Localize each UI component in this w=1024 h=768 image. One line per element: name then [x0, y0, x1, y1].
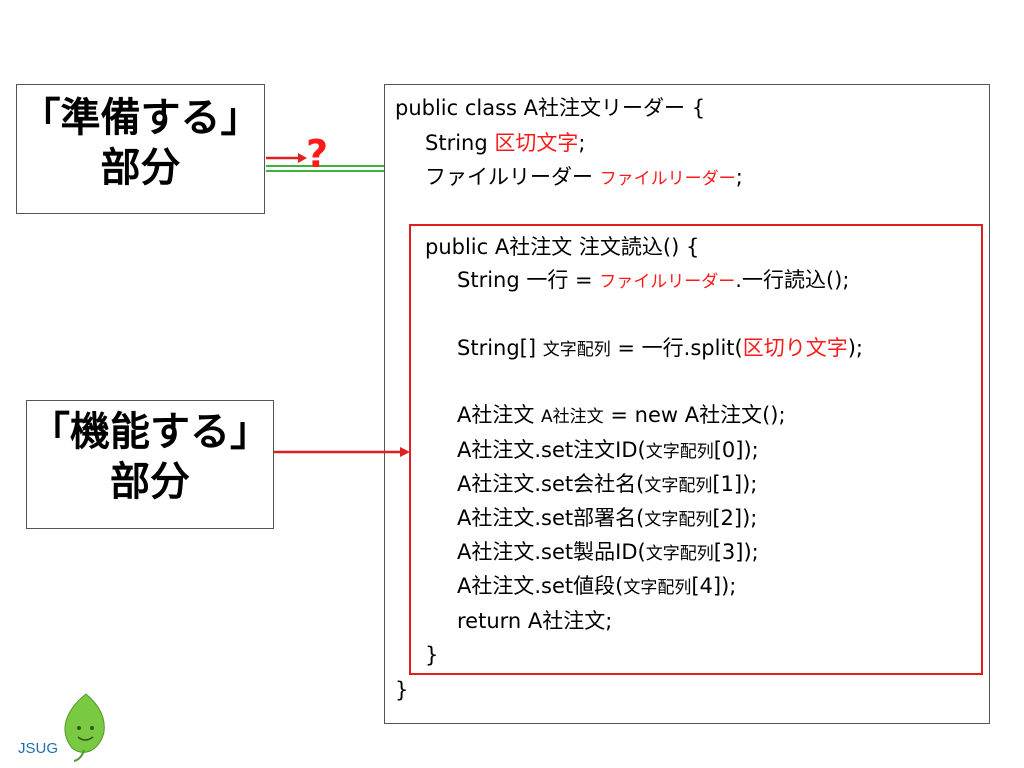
code-line-set-order-id: A社注文.set注文ID(文字配列[0]);	[457, 438, 759, 462]
function-label-line1: 「機能する」	[30, 409, 270, 455]
question-mark: ?	[306, 132, 329, 176]
logo-text: JSUG	[18, 740, 59, 757]
code-panel	[384, 84, 990, 724]
code-line-split: String[] 文字配列 = 一行.split(区切り文字);	[457, 336, 864, 360]
code-line-delimiter-field: String 区切文字;	[425, 131, 586, 155]
code-line-return: return A社注文;	[457, 609, 613, 633]
code-line-class-close: }	[395, 678, 409, 702]
code-line-read-line: String 一行 = ファイルリーダー.一行読込();	[457, 268, 850, 292]
prepare-arrow-head	[298, 153, 307, 163]
code-line-method-close: }	[425, 643, 439, 667]
prepare-part-label: 「準備する」 部分	[16, 84, 265, 214]
code-line-set-price: A社注文.set値段(文字配列[4]);	[457, 574, 737, 598]
prepare-label-line2: 部分	[100, 145, 181, 191]
delimiter-field-name: 区切文字	[494, 131, 579, 155]
code-line-new-order: A社注文 A社注文 = new A社注文();	[457, 403, 786, 427]
code-line-class-decl: public class A社注文リーダー {	[395, 96, 706, 120]
prepare-label-line1: 「準備する」	[20, 95, 261, 141]
code-line-set-company: A社注文.set会社名(文字配列[1]);	[457, 472, 758, 496]
method-highlight-frame	[409, 224, 983, 675]
function-arrow-head	[400, 447, 410, 457]
code-line-method-decl: public A社注文 注文読込() {	[425, 235, 700, 259]
code-line-set-product-id: A社注文.set製品ID(文字配列[3]);	[457, 540, 759, 564]
function-part-label: 「機能する」 部分	[26, 400, 274, 529]
code-line-reader-field: ファイルリーダー ファイルリーダー;	[425, 165, 743, 189]
reader-field-name: ファイルリーダー	[599, 169, 736, 189]
reader-ref: ファイルリーダー	[599, 272, 736, 292]
function-label-line2: 部分	[110, 459, 190, 505]
code-line-set-department: A社注文.set部署名(文字配列[2]);	[457, 506, 758, 530]
delimiter-ref: 区切り文字	[742, 336, 848, 360]
